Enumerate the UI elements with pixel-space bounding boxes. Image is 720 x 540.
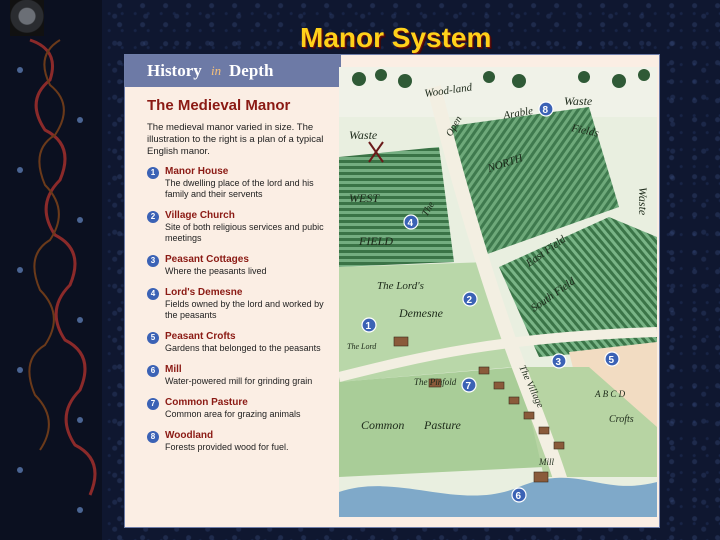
map-badge-5: 5 bbox=[604, 351, 620, 367]
west-field bbox=[339, 147, 454, 267]
pasture-area bbox=[339, 367, 544, 477]
legend-title: Common Pasture bbox=[165, 397, 248, 408]
legend-title: Mill bbox=[165, 364, 182, 375]
map-badge-4: 4 bbox=[403, 214, 419, 230]
map-badge-7: 7 bbox=[461, 377, 477, 393]
label-fields: Fields bbox=[569, 122, 599, 140]
corner-photo bbox=[10, 0, 44, 36]
legend-title: Village Church bbox=[165, 210, 235, 221]
label-croft-letters: A B C D bbox=[594, 389, 626, 399]
svg-text:3: 3 bbox=[556, 357, 562, 368]
svg-text:7: 7 bbox=[466, 381, 472, 392]
legend-title: Lord's Demesne bbox=[165, 287, 243, 298]
legend-desc: The dwelling place of the lord and his f… bbox=[165, 178, 314, 199]
label-field-west: FIELD bbox=[358, 234, 393, 248]
legend-item-village-church: 2 Village Church Site of both religious … bbox=[147, 210, 329, 244]
legend-title: Peasant Crofts bbox=[165, 331, 236, 342]
legend-desc: Site of both religious services and pubi… bbox=[165, 222, 324, 243]
legend-desc: Water-powered mill for grinding grain bbox=[165, 376, 313, 386]
label-west: WEST bbox=[349, 191, 380, 205]
cross-road bbox=[339, 327, 657, 382]
svg-text:5: 5 bbox=[609, 355, 615, 366]
label-crofts: Crofts bbox=[609, 414, 634, 425]
label-arable: Arable bbox=[501, 105, 534, 122]
number-badge: 1 bbox=[147, 167, 159, 179]
windmill bbox=[368, 141, 384, 163]
label-common: Common bbox=[361, 418, 404, 432]
section-heading: The Medieval Manor bbox=[147, 97, 291, 114]
number-badge: 2 bbox=[147, 211, 159, 223]
ornament-pattern bbox=[17, 38, 97, 513]
map-badge-8: 8 bbox=[538, 101, 554, 117]
decorative-border bbox=[0, 0, 102, 540]
svg-text:4: 4 bbox=[408, 218, 414, 229]
legend-item-common-pasture: 7 Common Pasture Common area for grazing… bbox=[147, 397, 329, 420]
number-badge: 6 bbox=[147, 365, 159, 377]
header-depth: Depth bbox=[229, 61, 274, 80]
svg-text:2: 2 bbox=[467, 295, 473, 306]
legend-item-mill: 6 Mill Water-powered mill for grinding g… bbox=[147, 364, 329, 387]
intro-text: The medieval manor varied in size. The i… bbox=[147, 122, 324, 157]
label-lords: The Lord's bbox=[377, 280, 424, 292]
woodland-area bbox=[339, 67, 657, 117]
map-badge-3: 3 bbox=[551, 353, 567, 369]
number-badge: 8 bbox=[147, 431, 159, 443]
legend-item-peasant-crofts: 5 Peasant Crofts Gardens that belonged t… bbox=[147, 331, 329, 354]
label-waste-top: Waste bbox=[564, 94, 593, 108]
label-pinfold: The Pinfold bbox=[414, 377, 457, 387]
manor-map: Wood-land Waste Waste Waste Open Arable … bbox=[339, 67, 657, 517]
label-pasture: Pasture bbox=[423, 418, 462, 432]
north-field bbox=[444, 107, 619, 257]
svg-text:6: 6 bbox=[516, 491, 522, 502]
legend-column: The Medieval Manor The medieval manor va… bbox=[147, 97, 329, 463]
legend-item-manor-house: 1 Manor House The dwelling place of the … bbox=[147, 166, 329, 200]
number-badge: 5 bbox=[147, 332, 159, 344]
label-demesne: Demesne bbox=[398, 306, 444, 320]
map-illustration: Wood-land Waste Waste Waste Open Arable … bbox=[339, 67, 657, 517]
legend-title: Woodland bbox=[165, 430, 214, 441]
number-badge: 3 bbox=[147, 255, 159, 267]
legend-item-peasant-cottages: 3 Peasant Cottages Where the peasants li… bbox=[147, 254, 329, 277]
svg-text:1: 1 bbox=[366, 321, 372, 332]
number-badge: 4 bbox=[147, 288, 159, 300]
legend-desc: Fields owned by the lord and worked by t… bbox=[165, 299, 324, 320]
map-badge-1: 1 bbox=[361, 317, 377, 333]
cottages bbox=[393, 336, 565, 450]
history-in-depth-header: History in Depth bbox=[125, 55, 341, 87]
label-the-lord: The Lord bbox=[347, 342, 377, 351]
number-badge: 7 bbox=[147, 398, 159, 410]
legend-desc: Gardens that belonged to the peasants bbox=[165, 343, 321, 353]
river bbox=[339, 477, 657, 517]
legend-desc: Forests provided wood for fuel. bbox=[165, 442, 289, 452]
label-mill: Mill bbox=[538, 457, 554, 467]
map-badge-6: 6 bbox=[511, 487, 527, 503]
trees bbox=[352, 69, 650, 88]
legend-item-lords-demesne: 4 Lord's Demesne Fields owned by the lor… bbox=[147, 287, 329, 321]
east-field bbox=[499, 217, 657, 357]
label-waste-left: Waste bbox=[349, 128, 378, 142]
legend-item-woodland: 8 Woodland Forests provided wood for fue… bbox=[147, 430, 329, 453]
header-in: in bbox=[211, 63, 222, 78]
mill-building bbox=[533, 471, 549, 483]
content-panel: History in Depth The Medieval Manor The … bbox=[124, 54, 660, 528]
legend-desc: Common area for grazing animals bbox=[165, 409, 301, 419]
legend-title: Peasant Cottages bbox=[165, 254, 249, 265]
header-history: History bbox=[147, 61, 202, 80]
slide-title: Manor System bbox=[300, 22, 492, 53]
label-waste-right: Waste bbox=[636, 187, 650, 216]
map-badge-2: 2 bbox=[462, 291, 478, 307]
legend-desc: Where the peasants lived bbox=[165, 266, 267, 276]
legend-title: Manor House bbox=[165, 166, 229, 177]
svg-text:8: 8 bbox=[543, 105, 549, 116]
